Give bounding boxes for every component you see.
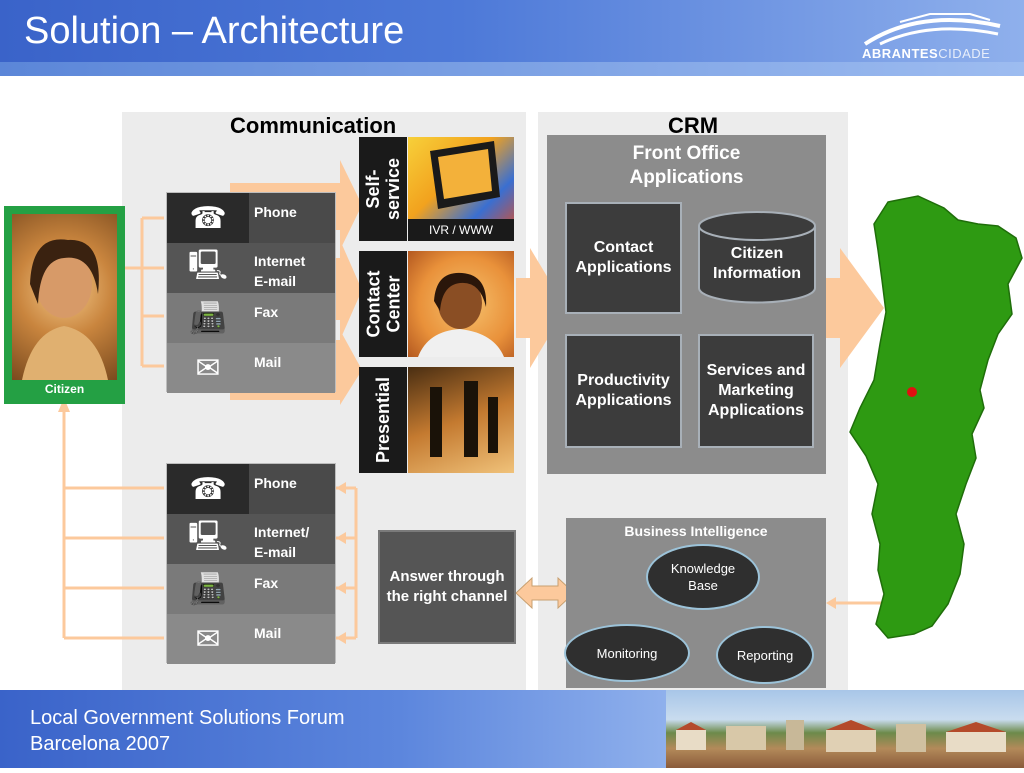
ivr-label: IVR / WWW <box>408 219 514 241</box>
presential-label: Presential <box>359 367 407 473</box>
operator-person-icon <box>418 272 504 357</box>
computer-icon: 🖳 <box>187 519 229 553</box>
contact-center-image <box>408 251 514 357</box>
mail-icon: ✉ <box>195 622 221 656</box>
outbound-channel-mail[interactable]: ✉ Mail <box>167 614 335 664</box>
arrow-to-crm <box>516 248 566 368</box>
business-intelligence-title: Business Intelligence <box>624 523 768 539</box>
outbound-channel-internet[interactable]: 🖳 Internet/ E-mail <box>167 514 335 564</box>
reporting-node[interactable]: Reporting <box>716 626 814 684</box>
logo-icon <box>863 13 1001 46</box>
footer-text: Local Government Solutions Forum Barcelo… <box>30 707 345 755</box>
monitoring-node[interactable]: Monitoring <box>564 624 690 682</box>
self-service-text: Self-service <box>363 157 403 221</box>
citizen-card: Citizen <box>4 206 125 404</box>
channel-label: Mail <box>254 354 282 370</box>
monitor-icon <box>430 141 500 209</box>
channel-label: Internet/ E-mail <box>254 524 310 560</box>
contact-applications-box[interactable]: Contact Applications <box>565 202 682 314</box>
answer-channel-box[interactable]: Answer through the right channel <box>378 530 516 644</box>
logo-suffix: CIDADE <box>938 46 991 61</box>
channel-label: Internet E-mail <box>254 253 306 289</box>
logo-text: ABRANTESCIDADE <box>862 46 990 61</box>
title-bar <box>0 0 1024 66</box>
title-strip <box>0 62 1024 76</box>
location-marker-icon <box>907 387 917 397</box>
town-photo-icon <box>676 720 1006 752</box>
services-marketing-box[interactable]: Services and Marketing Applications <box>698 334 814 448</box>
inbound-channel-fax[interactable]: 📠 Fax <box>167 293 335 343</box>
contact-center-label: Contact Center <box>359 251 407 357</box>
presential-image <box>408 367 514 473</box>
crm-heading: CRM <box>668 113 719 138</box>
portugal-map <box>849 195 1023 639</box>
ivr-image: IVR / WWW <box>408 137 514 241</box>
inbound-channel-mail[interactable]: ✉ Mail <box>167 343 335 393</box>
citizen-photo <box>12 214 117 380</box>
presential-text: Presential <box>373 376 394 464</box>
outbound-channel-fax[interactable]: 📠 Fax <box>167 564 335 614</box>
productivity-applications-box[interactable]: Productivity Applications <box>565 334 682 448</box>
citizen-person-icon <box>22 239 108 380</box>
arrow-to-map <box>826 248 884 368</box>
inbound-channel-list: ☎ Phone 🖳 Internet E-mail 📠 Fax ✉ Mail <box>166 192 336 393</box>
citizen-information-label: Citizen Information <box>713 245 801 282</box>
slide-title: Solution – Architecture <box>24 10 405 52</box>
logo-name: ABRANTES <box>862 46 939 61</box>
computer-icon: 🖳 <box>187 248 229 282</box>
self-service-label: Self-service <box>359 137 407 241</box>
footer-bar <box>0 690 666 768</box>
knowledge-base-node[interactable]: Knowledge Base <box>646 544 760 610</box>
inbound-channel-internet[interactable]: 🖳 Internet E-mail <box>167 243 335 293</box>
fax-icon: 📠 <box>189 301 227 335</box>
channel-label: Mail <box>254 625 282 641</box>
people-icon <box>430 381 498 457</box>
citizen-information-cylinder[interactable] <box>697 210 817 304</box>
contact-center-text: Contact Center <box>363 270 403 338</box>
communication-heading: Communication <box>230 113 397 138</box>
mail-icon: ✉ <box>195 351 221 385</box>
channel-label: Fax <box>254 575 279 591</box>
channel-label: Phone <box>254 475 297 491</box>
channel-label: Phone <box>254 204 297 220</box>
front-office-title: Front Office Applications <box>629 143 744 188</box>
phone-icon: ☎ <box>167 193 249 243</box>
phone-icon: ☎ <box>167 464 249 514</box>
footer-photo <box>666 690 1024 768</box>
outbound-channel-phone[interactable]: ☎ Phone <box>167 464 335 514</box>
inbound-channel-phone[interactable]: ☎ Phone <box>167 193 335 243</box>
outbound-channel-list: ☎ Phone 🖳 Internet/ E-mail 📠 Fax ✉ Mail <box>166 463 336 664</box>
fax-icon: 📠 <box>189 572 227 606</box>
channel-label: Fax <box>254 304 279 320</box>
citizen-label: Citizen <box>44 382 85 396</box>
